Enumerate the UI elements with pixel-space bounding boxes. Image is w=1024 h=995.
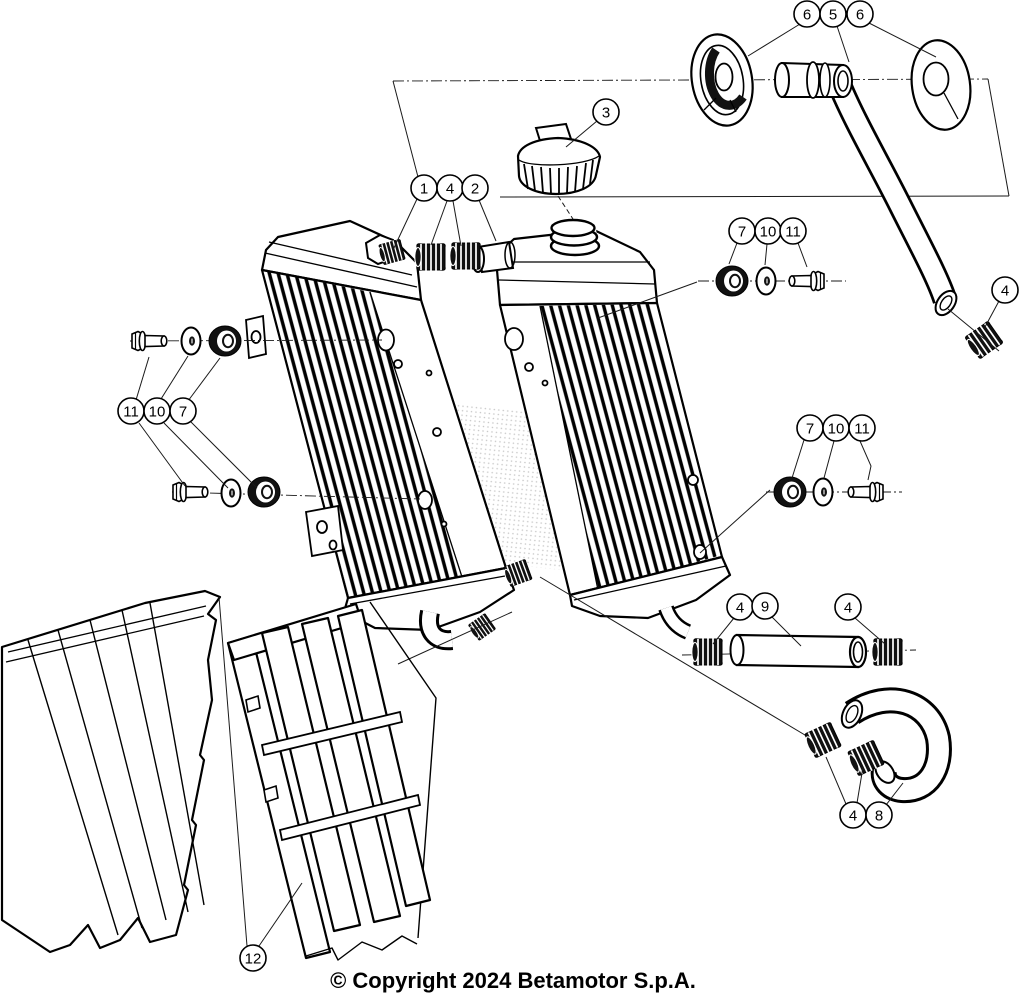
callout-4: 4 [834, 593, 862, 621]
callout-11: 11 [779, 217, 807, 245]
callout-10: 10 [822, 414, 850, 442]
louver-panel-left [0, 589, 222, 954]
seal-disc [910, 39, 972, 131]
callout-6: 6 [793, 0, 821, 28]
svg-text:7: 7 [806, 420, 814, 437]
callout-6: 6 [846, 0, 874, 28]
mount-hardware-left-upper [129, 325, 383, 357]
svg-text:4: 4 [844, 599, 852, 616]
mount-washer [180, 326, 202, 356]
callout-leaders [135, 22, 1000, 947]
hose-clamp [870, 637, 904, 667]
mount-grommet [715, 265, 749, 297]
callout-5: 5 [819, 0, 847, 28]
svg-text:4: 4 [736, 599, 744, 616]
cap-assembly-line [557, 195, 574, 220]
callout-9: 9 [751, 592, 779, 620]
callout-2: 2 [461, 174, 489, 202]
callout-4: 4 [839, 801, 867, 829]
radiator-core-fins [540, 304, 718, 590]
construction-lines [392, 78, 1010, 198]
callout-4: 4 [991, 276, 1019, 304]
callout-4: 4 [726, 593, 754, 621]
mount-grommet [247, 476, 281, 508]
mount-bolt [172, 481, 209, 503]
svg-text:10: 10 [760, 223, 777, 240]
radiator-cap [516, 122, 602, 196]
mount-grommet [208, 325, 242, 357]
callout-11: 11 [117, 397, 145, 425]
callout-11: 11 [848, 414, 876, 442]
mount-washer [812, 477, 834, 507]
hose-clamp [413, 242, 447, 272]
callout-7: 7 [796, 414, 824, 442]
callout-7: 7 [728, 217, 756, 245]
svg-text:4: 4 [849, 807, 857, 824]
mount-bolt [788, 270, 825, 292]
svg-text:11: 11 [854, 420, 870, 437]
svg-text:7: 7 [738, 223, 746, 240]
overflow-tube [828, 81, 958, 317]
mount-hardware-right-lower [699, 476, 902, 554]
filler-neck [549, 218, 601, 257]
louver-panel-right [226, 601, 437, 961]
hose-clamp [801, 720, 843, 761]
svg-text:8: 8 [875, 807, 883, 824]
svg-text:3: 3 [602, 104, 610, 121]
mount-hardware-right-upper [597, 265, 846, 319]
copyright-text: © Copyright 2024 Betamotor S.p.A. [330, 968, 696, 993]
callout-8: 8 [865, 801, 893, 829]
mount-washer [220, 478, 242, 508]
svg-text:11: 11 [123, 403, 139, 420]
mount-bolt [847, 481, 884, 503]
tube-clamp-line [947, 308, 1000, 352]
svg-text:6: 6 [803, 6, 811, 23]
radiator-core-fins [262, 270, 462, 598]
svg-text:4: 4 [1001, 282, 1009, 299]
hose-clamp [690, 637, 724, 667]
left-radiator [245, 219, 534, 651]
mount-grommet [773, 476, 807, 508]
svg-text:2: 2 [471, 180, 479, 197]
svg-text:7: 7 [179, 403, 187, 420]
callout-10: 10 [143, 397, 171, 425]
svg-text:11: 11 [785, 223, 801, 240]
svg-text:6: 6 [856, 6, 864, 23]
callout-1: 1 [410, 174, 438, 202]
callout-12: 12 [239, 944, 267, 972]
callout-10: 10 [754, 217, 782, 245]
tube-fitting [774, 61, 853, 99]
callout-7: 7 [169, 397, 197, 425]
svg-text:1: 1 [420, 180, 428, 197]
svg-text:9: 9 [761, 598, 769, 615]
mount-hardware-left-lower [171, 476, 421, 508]
elbow-hose-group [397, 576, 952, 804]
callout-3: 3 [592, 98, 620, 126]
callout-4: 4 [436, 174, 464, 202]
svg-text:4: 4 [446, 180, 454, 197]
filler-cap-flange [690, 33, 754, 127]
svg-text:12: 12 [245, 950, 262, 967]
svg-text:10: 10 [828, 420, 845, 437]
hose-clamp [448, 241, 482, 271]
svg-text:10: 10 [149, 403, 166, 420]
mount-bolt [131, 330, 168, 352]
right-radiator [471, 218, 732, 640]
straight-hose-group [681, 633, 917, 669]
svg-text:5: 5 [829, 6, 837, 23]
outlet-elbow-ribs [466, 612, 497, 643]
mount-washer [755, 266, 777, 296]
